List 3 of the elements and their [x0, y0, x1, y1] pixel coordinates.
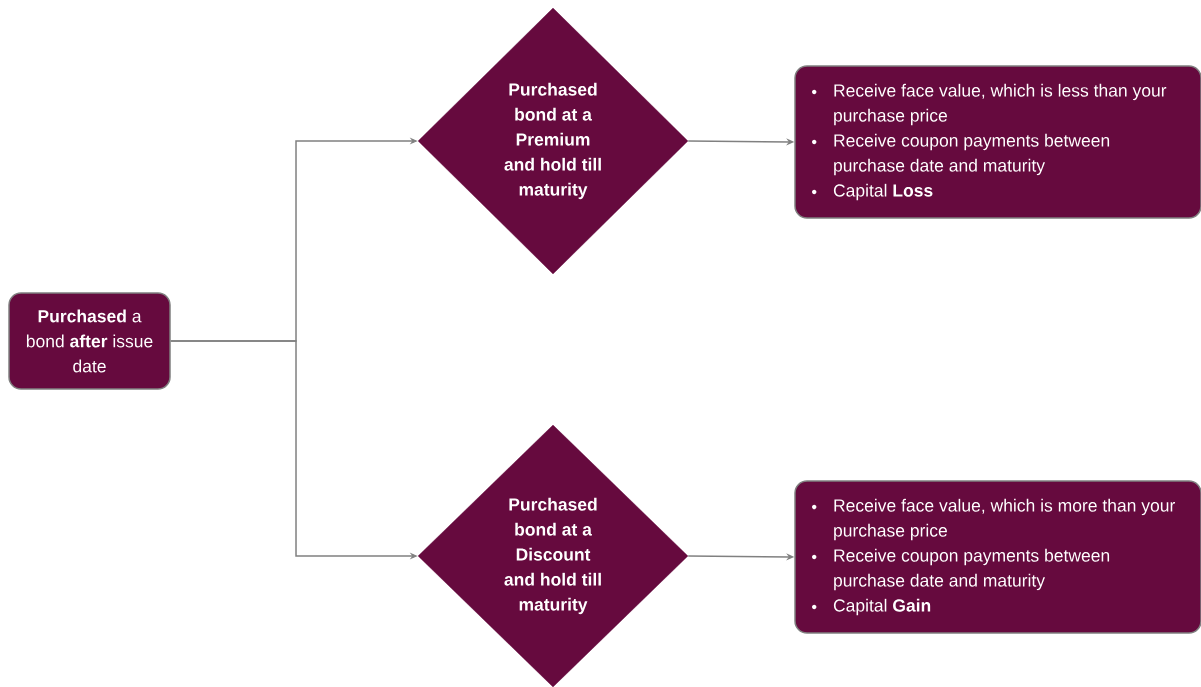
result-box: Receive face value, which is less than your purchase price Receive coupon payments between purchase date and maturity Capital Loss: [794, 65, 1201, 219]
result-box: Receive face value, which is more than your purchase price Receive coupon payments between purchase date and maturity Capital Gain: [794, 480, 1201, 634]
process-box: Purchased a bond after issue date: [8, 292, 171, 390]
